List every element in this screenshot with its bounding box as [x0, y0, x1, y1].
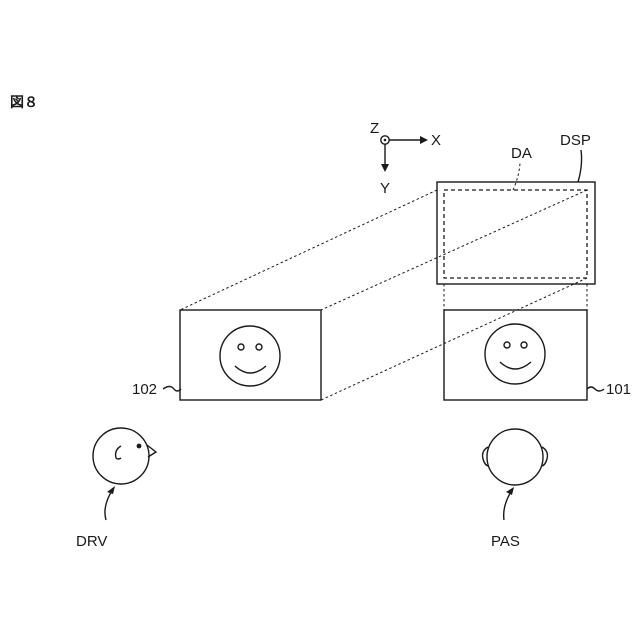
driver-head-outline: [93, 428, 149, 484]
projection-line: [180, 190, 437, 310]
y-axis-arrowhead: [381, 164, 389, 172]
da-label: DA: [511, 145, 532, 162]
image-102: 102: [132, 310, 321, 400]
dsp-label: DSP: [560, 132, 591, 149]
image-101-smiley-face: [485, 324, 545, 384]
y-axis-label: Y: [380, 180, 390, 197]
display-area: [444, 190, 587, 278]
dsp-leader-line: [578, 150, 582, 182]
ref-102-leader: [163, 387, 181, 392]
image-102-left-eye: [238, 344, 244, 350]
drv-leader-line: [105, 489, 113, 520]
coordinate-axes: Z X Y: [370, 120, 441, 197]
image-102-right-eye: [256, 344, 262, 350]
image-102-smiley-face: [220, 326, 280, 386]
pas-label: PAS: [491, 533, 520, 550]
ref-label-101: 101: [606, 381, 631, 398]
drv-leader-arrowhead: [107, 486, 115, 494]
da-leader-line: [513, 163, 520, 190]
image-101-right-eye: [521, 342, 527, 348]
passenger-head-outline: [487, 429, 543, 485]
pas-leader-arrowhead: [506, 487, 514, 495]
display-dsp: DA DSP: [437, 132, 595, 284]
ref-101-leader: [587, 387, 604, 391]
image-102-smile: [235, 366, 266, 373]
image-101: 101: [444, 310, 631, 400]
passenger-head: PAS: [483, 429, 548, 550]
x-axis-arrowhead: [420, 136, 428, 144]
z-axis-label: Z: [370, 120, 379, 137]
projection-lines-102: [180, 190, 587, 400]
image-101-left-eye: [504, 342, 510, 348]
image-101-smile: [500, 362, 531, 369]
z-axis-dot: [384, 139, 387, 142]
x-axis-label: X: [431, 132, 441, 149]
projection-line: [321, 190, 587, 310]
figure-label: 図８: [10, 95, 38, 111]
pas-leader-line: [504, 490, 512, 520]
drv-label: DRV: [76, 533, 107, 550]
ref-label-102: 102: [132, 381, 157, 398]
driver-ear: [116, 446, 121, 459]
projection-line: [321, 278, 587, 400]
driver-head: DRV: [76, 428, 156, 550]
projection-lines-101: [444, 284, 587, 310]
driver-eye: [137, 444, 142, 449]
